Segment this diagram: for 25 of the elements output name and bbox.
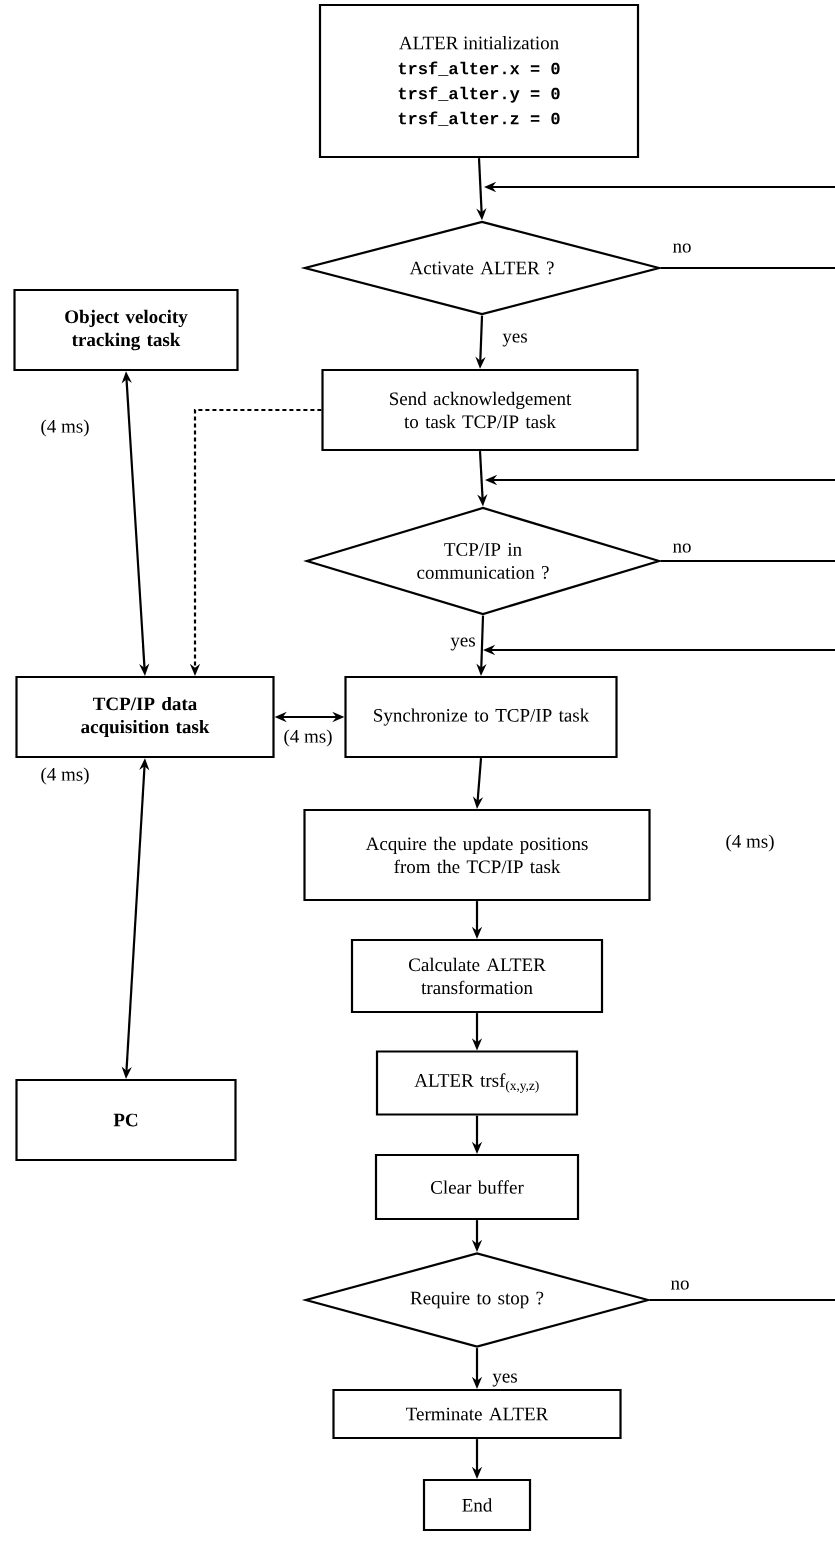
edge-label: yes xyxy=(491,1372,519,1388)
process-box: Calculate ALTER transformation xyxy=(350,938,604,1014)
task-box: Object velocity tracking task xyxy=(13,288,239,372)
process-box: Acquire the update positions from the TCP/IP task xyxy=(303,808,651,902)
edge-label: yes xyxy=(449,636,477,652)
task-box: PC xyxy=(15,1078,237,1162)
task-box: TCP/IP data acquisition task xyxy=(15,675,275,759)
process-box: Synchronize to TCP/IP task xyxy=(344,675,618,759)
process-box: Terminate ALTER xyxy=(332,1388,622,1440)
process-box: Send acknowledgement to task TCP/IP task xyxy=(321,368,639,452)
connector-line xyxy=(649,1298,835,1302)
process-box: ALTER initialization trsf_alter.x = 0 trsf_alter.y = 0 trsf_alter.z = 0 xyxy=(318,3,640,159)
edge-label: (4 ms) xyxy=(282,728,334,748)
process-box: End xyxy=(422,1478,532,1532)
connector-line xyxy=(660,266,835,270)
timing-label: (4 ms) xyxy=(726,834,774,852)
edge-label: yes xyxy=(501,332,529,348)
edge-label: no xyxy=(669,1279,691,1291)
connector-line xyxy=(660,559,835,563)
process-box: ALTER trsf$_{(x,y,z)}$ xyxy=(375,1050,579,1116)
process-box: Clear buffer xyxy=(374,1153,580,1221)
edge-label: (4 ms) xyxy=(39,418,91,438)
edge-label: (4 ms) xyxy=(39,766,91,786)
edge-label: no xyxy=(671,242,693,254)
edge-label: no xyxy=(671,542,693,554)
